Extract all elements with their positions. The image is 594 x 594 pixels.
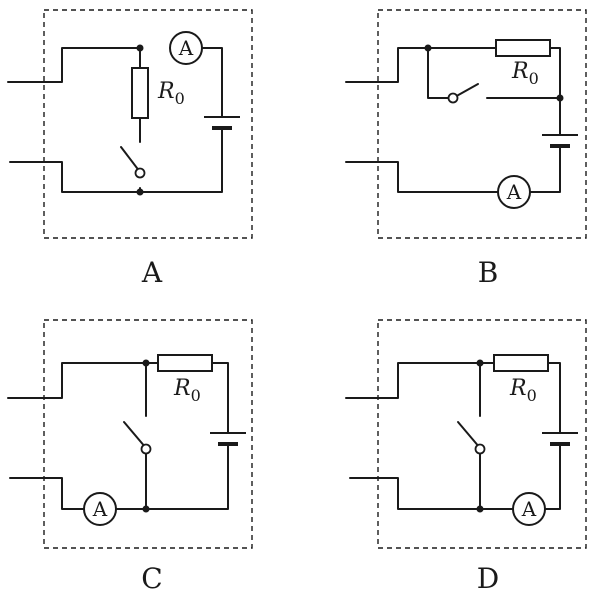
circuit-b-resistor-label: R0 [511,59,539,88]
circuit-a-ammeter-label: A [178,36,194,60]
circuit-d-ammeter [512,492,546,526]
circuit-d-main-wires [345,362,561,510]
option-d-label: D [477,562,499,594]
circuit-c-resistor-label: R0 [173,376,201,405]
circuit-c-switch-pivot [140,443,152,455]
option-a-label: A [141,256,163,289]
circuit-c-junction-bottom [142,505,150,513]
circuit-b-switch-branch [427,47,561,99]
circuit-b-ammeter [497,175,531,209]
circuit-a-switch-blade [120,146,141,173]
circuit-b-junction-left [424,44,432,52]
circuit-b-box [377,9,587,239]
circuit-d-switch-pivot [474,443,486,455]
circuit-a-ammeter [169,31,203,65]
circuit-a-lower-wires [9,161,141,193]
circuit-d: A R0 D [345,319,587,594]
circuit-a-resistor-label: R0 [157,79,185,108]
circuit-c-lower-wires [9,477,85,510]
circuit-d-switch-blade [457,421,481,449]
circuit-c-ammeter-label: A [92,497,108,521]
circuit-d-junction-top [476,359,484,367]
circuit-a: A R0 A [7,9,253,289]
circuit-d-resistor-label: R0 [509,376,537,405]
option-c-label: C [141,562,162,594]
circuit-a-resistor [131,67,149,119]
circuit-d-lower-wires [349,477,481,510]
circuit-a-junction-bottom [136,188,144,196]
circuit-b-ammeter-label: A [506,180,522,204]
circuit-b-switch-pivot [447,92,459,104]
circuit-d-junction-bottom [476,505,484,513]
circuit-c-main-wires [7,362,229,510]
circuit-b-resistor [495,39,551,57]
circuit-c-switch-blade [123,421,147,449]
circuit-d-resistor [493,354,549,372]
circuit-c-junction-top [142,359,150,367]
circuit-a-switch-pivot [134,167,146,179]
circuit-d-box [377,319,587,549]
circuit-c-ammeter [83,492,117,526]
circuit-b-junction-right [556,94,564,102]
circuit-c-resistor [157,354,213,372]
circuit-d-ammeter-label: A [521,497,537,521]
circuit-c: A R0 C [7,319,253,594]
circuit-a-box [43,9,253,239]
circuit-b-main-wires [345,47,561,193]
circuit-a-junction-top [136,44,144,52]
option-b-label: B [478,256,499,289]
circuit-c-box [43,319,253,549]
circuit-a-upper-wires [7,47,223,193]
circuit-b: A R0 B [345,9,587,289]
